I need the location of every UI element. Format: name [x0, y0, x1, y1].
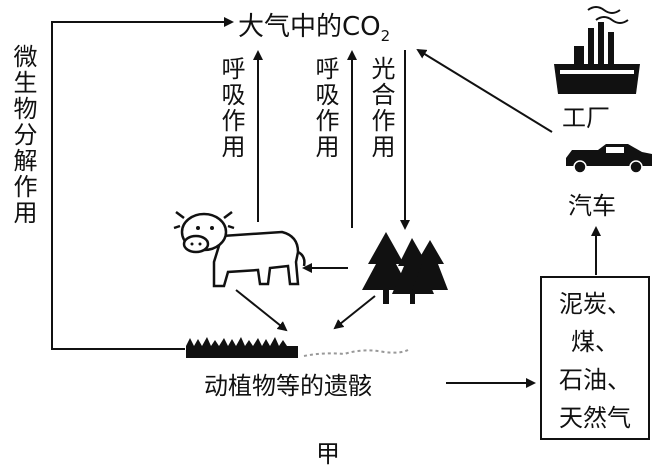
fossil-fuel-coal: 煤、	[571, 328, 619, 356]
grass-icon	[186, 337, 409, 358]
decomposition-arrow	[51, 17, 234, 350]
factory-label: 工厂	[562, 104, 610, 132]
factory-icon	[554, 6, 640, 94]
fossil-fuels-box: 泥炭、 煤、 石油、 天然气	[540, 276, 650, 440]
atmospheric-co2-title: 大气中的CO2	[238, 6, 390, 45]
animal-respiration-label: 呼吸作用	[217, 56, 245, 160]
cow-icon	[173, 211, 306, 288]
fossil-fuel-peat: 泥炭、	[559, 290, 631, 318]
car-label: 汽车	[568, 192, 616, 220]
fossil-fuel-gas: 天然气	[559, 404, 631, 432]
atmospheric-co2-text: 大气中的CO	[238, 12, 381, 42]
photosynthesis-label: 光合作用	[367, 56, 395, 160]
figure-caption: 甲	[316, 440, 340, 468]
trees-icon	[362, 232, 448, 304]
remains-label: 动植物等的遗骸	[204, 372, 372, 400]
plant-respiration-label: 呼吸作用	[311, 56, 339, 160]
animal-to-remains-arrow	[235, 289, 288, 332]
car-icon	[566, 144, 652, 174]
co2-subscript: 2	[380, 27, 391, 46]
emission-arrow	[416, 48, 553, 133]
microbe-decomposition-label: 微生物分解作用	[9, 44, 37, 226]
fossil-fuel-oil: 石油、	[559, 366, 631, 394]
plant-to-remains-arrow	[333, 295, 376, 330]
